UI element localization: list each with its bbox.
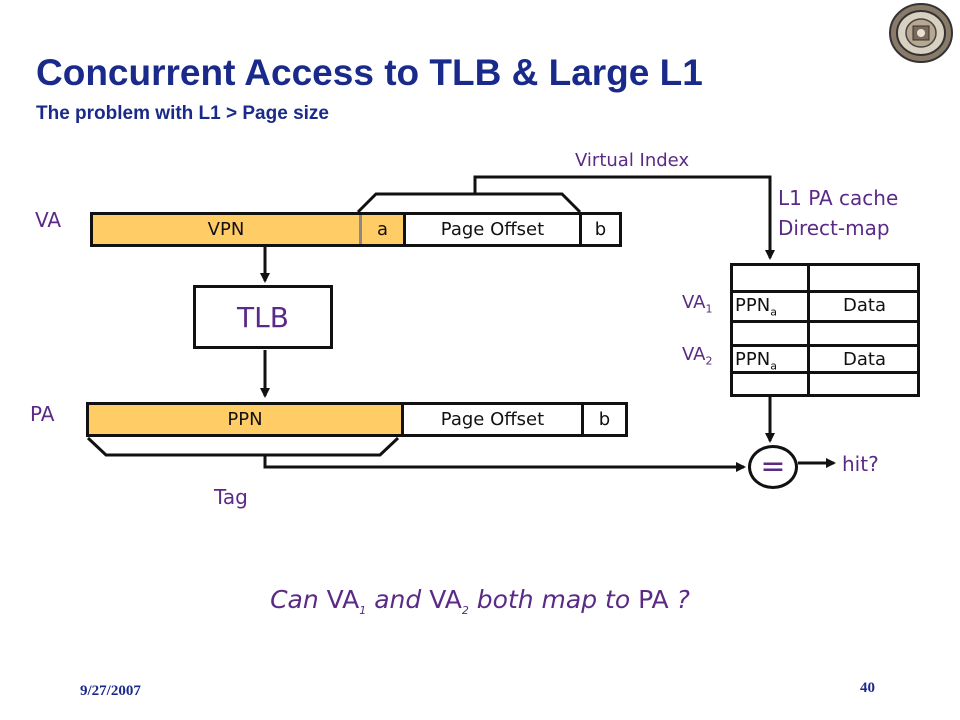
va-address-bar: VPN a Page Offset b — [90, 212, 622, 247]
virtual-index-line — [473, 175, 775, 260]
tag-bracket — [86, 436, 400, 457]
vpn-field: VPN — [93, 215, 359, 244]
va2-row-label: VA2 — [682, 344, 713, 368]
index-bracket — [356, 192, 582, 214]
tag-label: Tag — [214, 485, 248, 509]
cache-label-line1: L1 PA cache — [778, 186, 899, 210]
va-label: VA — [35, 208, 62, 232]
footer-page-number: 40 — [860, 680, 875, 696]
cache-row-data: Data — [843, 295, 886, 316]
equals-symbol: = — [760, 449, 786, 484]
pa-address-bar: PPN Page Offset b — [86, 402, 628, 437]
tlb-box: TLB — [193, 285, 333, 349]
cache-row-data: Data — [843, 349, 886, 370]
university-seal-logo — [889, 3, 953, 63]
ppn-field: PPN — [89, 405, 401, 434]
cache-row-empty — [733, 320, 917, 346]
va1-row-label: VA1 — [682, 292, 713, 316]
pa-page-offset-field: Page Offset — [401, 405, 581, 434]
page-title: Concurrent Access to TLB & Large L1 — [36, 52, 703, 93]
hit-label: hit? — [842, 452, 879, 476]
cache-column-divider — [807, 266, 810, 394]
va-b-field: b — [579, 215, 619, 244]
cache-row-bottom-line — [733, 371, 917, 374]
cache-label-line2: Direct-map — [778, 216, 890, 240]
a-field: a — [359, 215, 403, 244]
l1-cache-table: PPNa Data PPNa Data — [730, 263, 920, 397]
cache-row-va2: PPNa Data — [733, 344, 917, 374]
footer-date: 9/27/2007 — [80, 683, 141, 699]
pa-b-field: b — [581, 405, 625, 434]
va-page-offset-field: Page Offset — [403, 215, 579, 244]
question-text: Can VA1 and VA2 both map to PA ? — [270, 585, 690, 617]
pa-label: PA — [30, 402, 55, 426]
tag-line — [263, 455, 746, 472]
compare-circle: = — [748, 445, 798, 489]
virtual-index-label: Virtual Index — [575, 150, 690, 171]
cache-row-ppn: PPNa — [735, 349, 777, 373]
cache-row-va1: PPNa Data — [733, 290, 917, 320]
page-subtitle: The problem with L1 > Page size — [36, 103, 329, 124]
cache-row-ppn: PPNa — [735, 295, 777, 319]
